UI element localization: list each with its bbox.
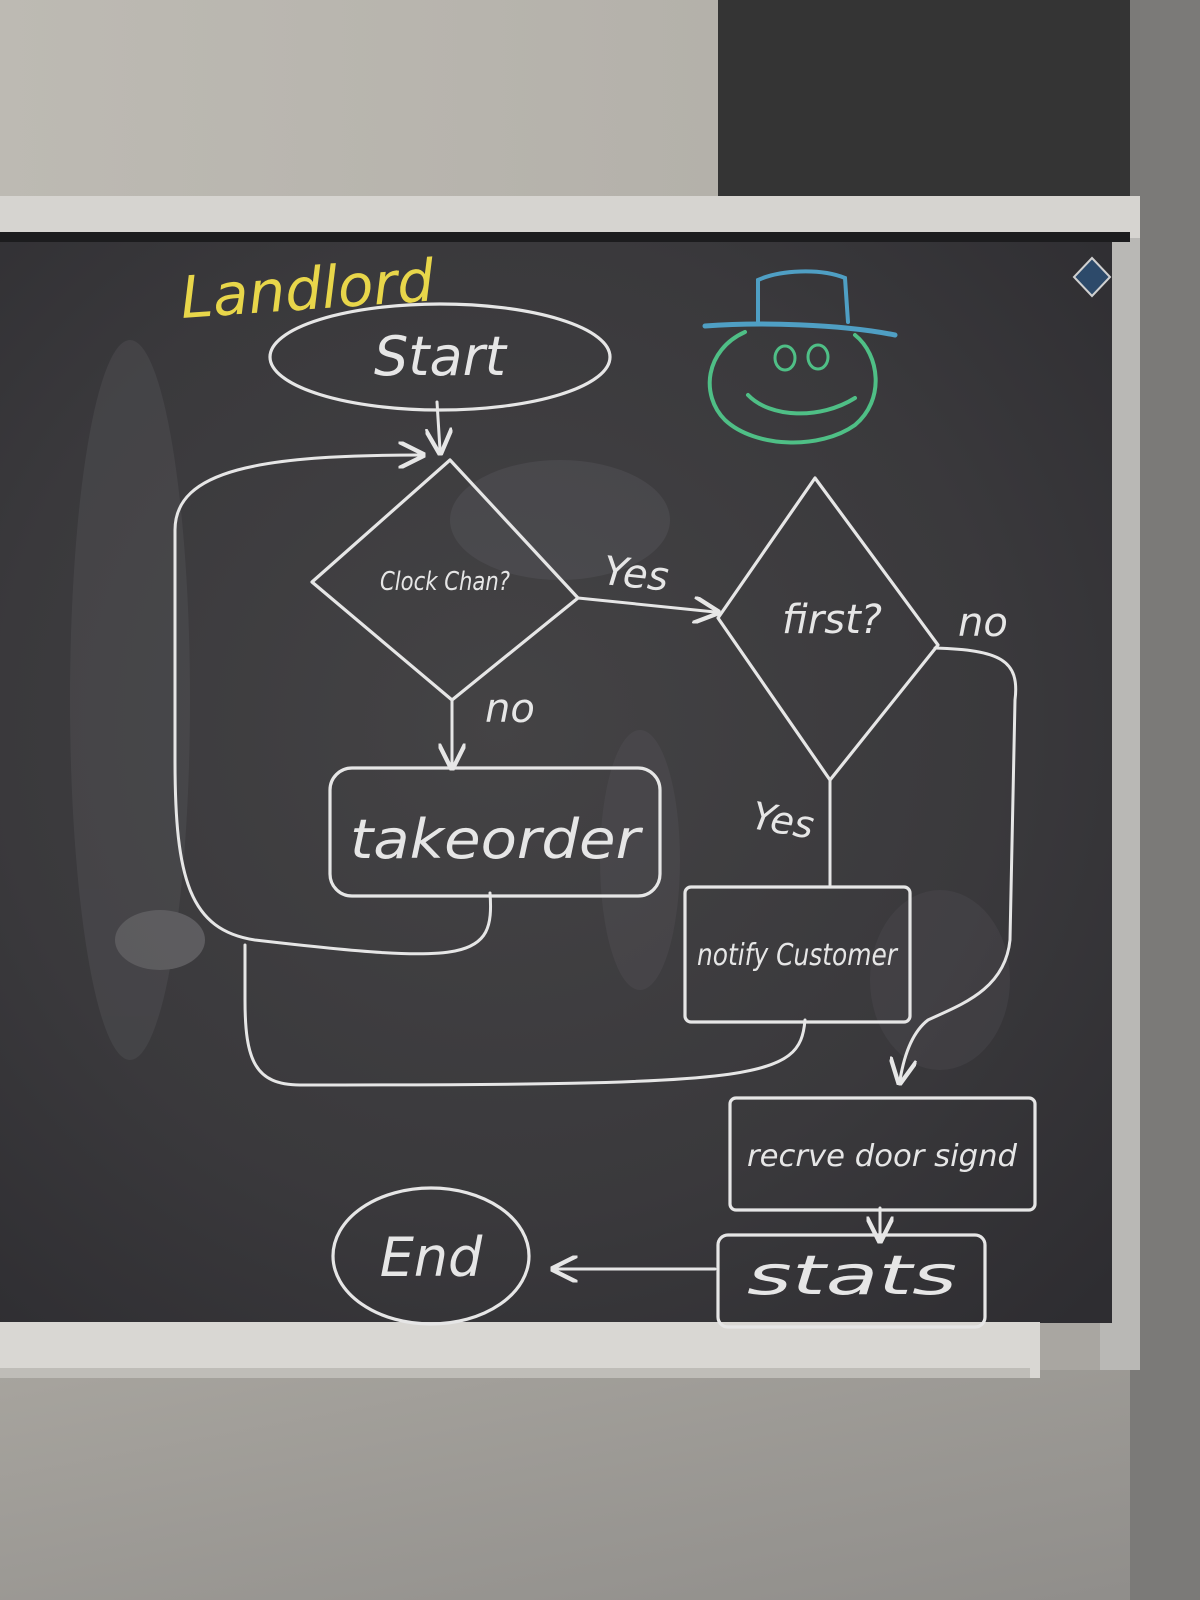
board-top-rail <box>0 196 1140 238</box>
chalkboard <box>0 238 1112 1323</box>
edge-loop-back <box>173 455 493 956</box>
right-wall <box>1130 0 1200 1600</box>
decision1-diamond <box>310 458 580 702</box>
stats-box <box>716 1233 987 1329</box>
decision2-label: first? <box>782 597 882 643</box>
decision1-yes-label: Yes <box>601 548 671 601</box>
flow-shapes <box>268 302 1037 1329</box>
board-top-rail-shadow <box>0 232 1130 242</box>
eraser-smudges <box>70 340 1010 1070</box>
board-corner-emblem <box>1072 256 1112 298</box>
wall-bottom <box>0 1370 1200 1600</box>
start-terminator <box>268 302 612 412</box>
smiley-face-with-hat <box>702 269 898 445</box>
decision1-no-label: no <box>485 686 535 732</box>
flow-connectors <box>173 400 1018 1269</box>
start-label: Start <box>374 325 508 388</box>
notify-label: notify Customer <box>697 938 898 973</box>
decision2-yes-label: Yes <box>748 794 817 848</box>
node-labels: Start Clock Chan? first? takeorder notif… <box>350 325 1018 1307</box>
edge-notify-return <box>243 943 807 1087</box>
dark-panel <box>718 0 1148 215</box>
smile <box>746 393 857 416</box>
face-outline <box>707 330 878 445</box>
take-order-box <box>328 766 662 898</box>
right-eye <box>806 343 830 371</box>
end-terminator <box>331 1186 531 1326</box>
hat-crown <box>756 269 850 324</box>
decision2-diamond <box>716 476 940 782</box>
receive-label: recrve door signd <box>747 1139 1018 1174</box>
edge-decision2-no <box>900 646 1018 1080</box>
take-order-label: takeorder <box>350 808 643 871</box>
notify-box <box>683 885 912 1024</box>
end-label: End <box>380 1226 483 1289</box>
decision1-label: Clock Chan? <box>380 567 510 597</box>
left-eye <box>773 344 797 372</box>
decision2-no-label: no <box>958 600 1008 646</box>
chalk-tray-edge <box>0 1368 1030 1378</box>
stats-label: stats <box>747 1244 957 1307</box>
edge-decision1-yes <box>576 598 715 612</box>
edge-labels: Yes no Yes no <box>485 548 1008 847</box>
receive-box <box>728 1096 1037 1212</box>
hat-brim <box>702 321 898 338</box>
